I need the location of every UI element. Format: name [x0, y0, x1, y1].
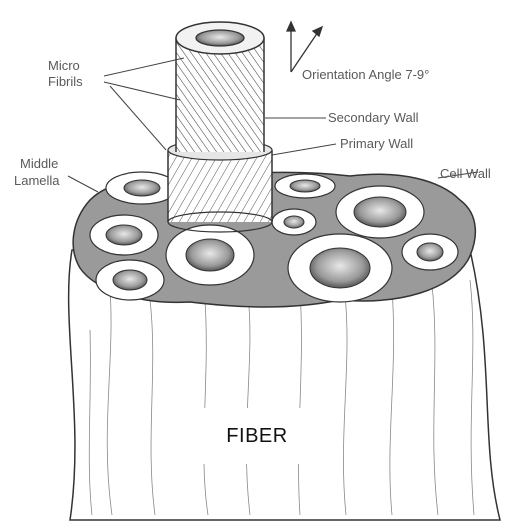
- orientation-arrows: [287, 22, 322, 72]
- label-secondary-wall: Secondary Wall: [328, 110, 419, 125]
- label-primary-wall: Primary Wall: [340, 136, 413, 151]
- cell: [272, 209, 316, 235]
- fiber-caption-box: FIBER: [193, 408, 321, 464]
- label-cell-wall: Cell Wall: [440, 166, 491, 181]
- fiber-caption: FIBER: [226, 425, 287, 448]
- cell: [402, 234, 458, 270]
- label-middle-lamella-line2: Lamella: [14, 173, 60, 188]
- cell: [288, 234, 392, 302]
- cell: [336, 186, 424, 238]
- central-fiber: [168, 22, 272, 232]
- cell: [275, 174, 335, 198]
- label-middle-lamella-line1: Middle: [20, 156, 58, 171]
- cell: [106, 172, 178, 204]
- primary-wall-layer: [168, 140, 272, 232]
- secondary-wall-layer: [176, 22, 264, 152]
- cell: [166, 225, 254, 285]
- label-micro-fibrils-line1: Micro: [48, 58, 80, 73]
- label-micro-fibrils-line2: Fibrils: [48, 74, 83, 89]
- label-orientation-angle: Orientation Angle 7-9°: [302, 67, 429, 82]
- cell: [96, 260, 164, 300]
- cell: [90, 215, 158, 255]
